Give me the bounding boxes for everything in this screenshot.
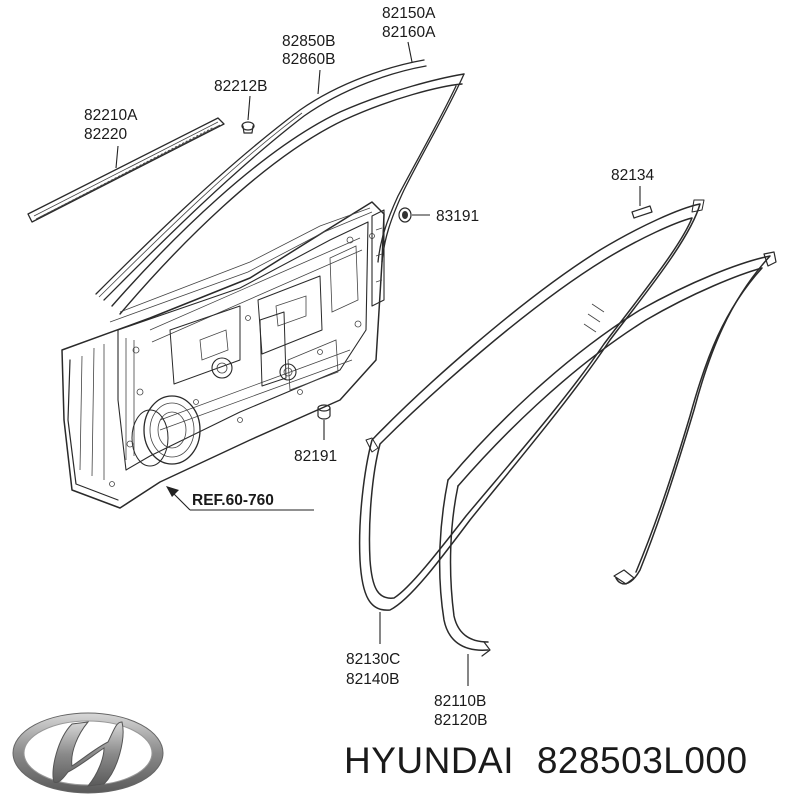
label-82134: 82134 — [611, 167, 654, 184]
label-82210a: 82210A — [84, 107, 138, 124]
glass-run-channel — [111, 73, 465, 315]
label-82191: 82191 — [294, 448, 337, 465]
label-82860b: 82860B — [282, 51, 335, 68]
clip-82212b — [241, 121, 255, 134]
label-82140b: 82140B — [346, 671, 399, 688]
label-82220: 82220 — [84, 126, 127, 143]
belt-moulding-outer — [27, 117, 225, 223]
callout-83191: 83191 — [436, 208, 479, 225]
leader-lines — [115, 41, 641, 686]
callout-82191: 82191 — [294, 448, 337, 465]
label-82120b: 82120B — [434, 712, 487, 729]
hyundai-logo — [12, 712, 164, 794]
label-82850b: 82850B — [282, 33, 335, 50]
reference-label: REF.60-760 — [192, 492, 274, 509]
label-82160a: 82160A — [382, 24, 436, 41]
door-frame-moulding — [95, 59, 427, 301]
brand-text: HYUNDAI 828503L000 — [344, 740, 748, 781]
callout-82212b: 82212B — [214, 78, 267, 95]
label-82110b: 82110B — [434, 693, 486, 710]
plug-82191 — [317, 404, 331, 420]
callout-82150a: 82150A 82160A — [382, 5, 436, 41]
clip-82134 — [631, 205, 653, 219]
callout-82210a: 82210A 82220 — [84, 107, 138, 143]
callout-82110b: 82110B 82120B — [434, 693, 487, 729]
door-inner-panel — [61, 201, 385, 509]
callout-82134: 82134 — [611, 167, 654, 184]
part-number: 828503L000 — [537, 740, 748, 781]
label-82150a: 82150A — [382, 5, 436, 22]
door-weatherstrip — [438, 251, 777, 657]
callout-82130c: 82130C 82140B — [346, 651, 400, 688]
brand-name: HYUNDAI — [344, 740, 514, 781]
label-82130c: 82130C — [346, 651, 400, 668]
grommet-83191 — [398, 207, 412, 223]
label-82212b: 82212B — [214, 78, 267, 95]
label-83191: 83191 — [436, 208, 479, 225]
body-weatherstrip — [358, 199, 705, 611]
callout-82850b: 82850B 82860B — [282, 33, 335, 68]
